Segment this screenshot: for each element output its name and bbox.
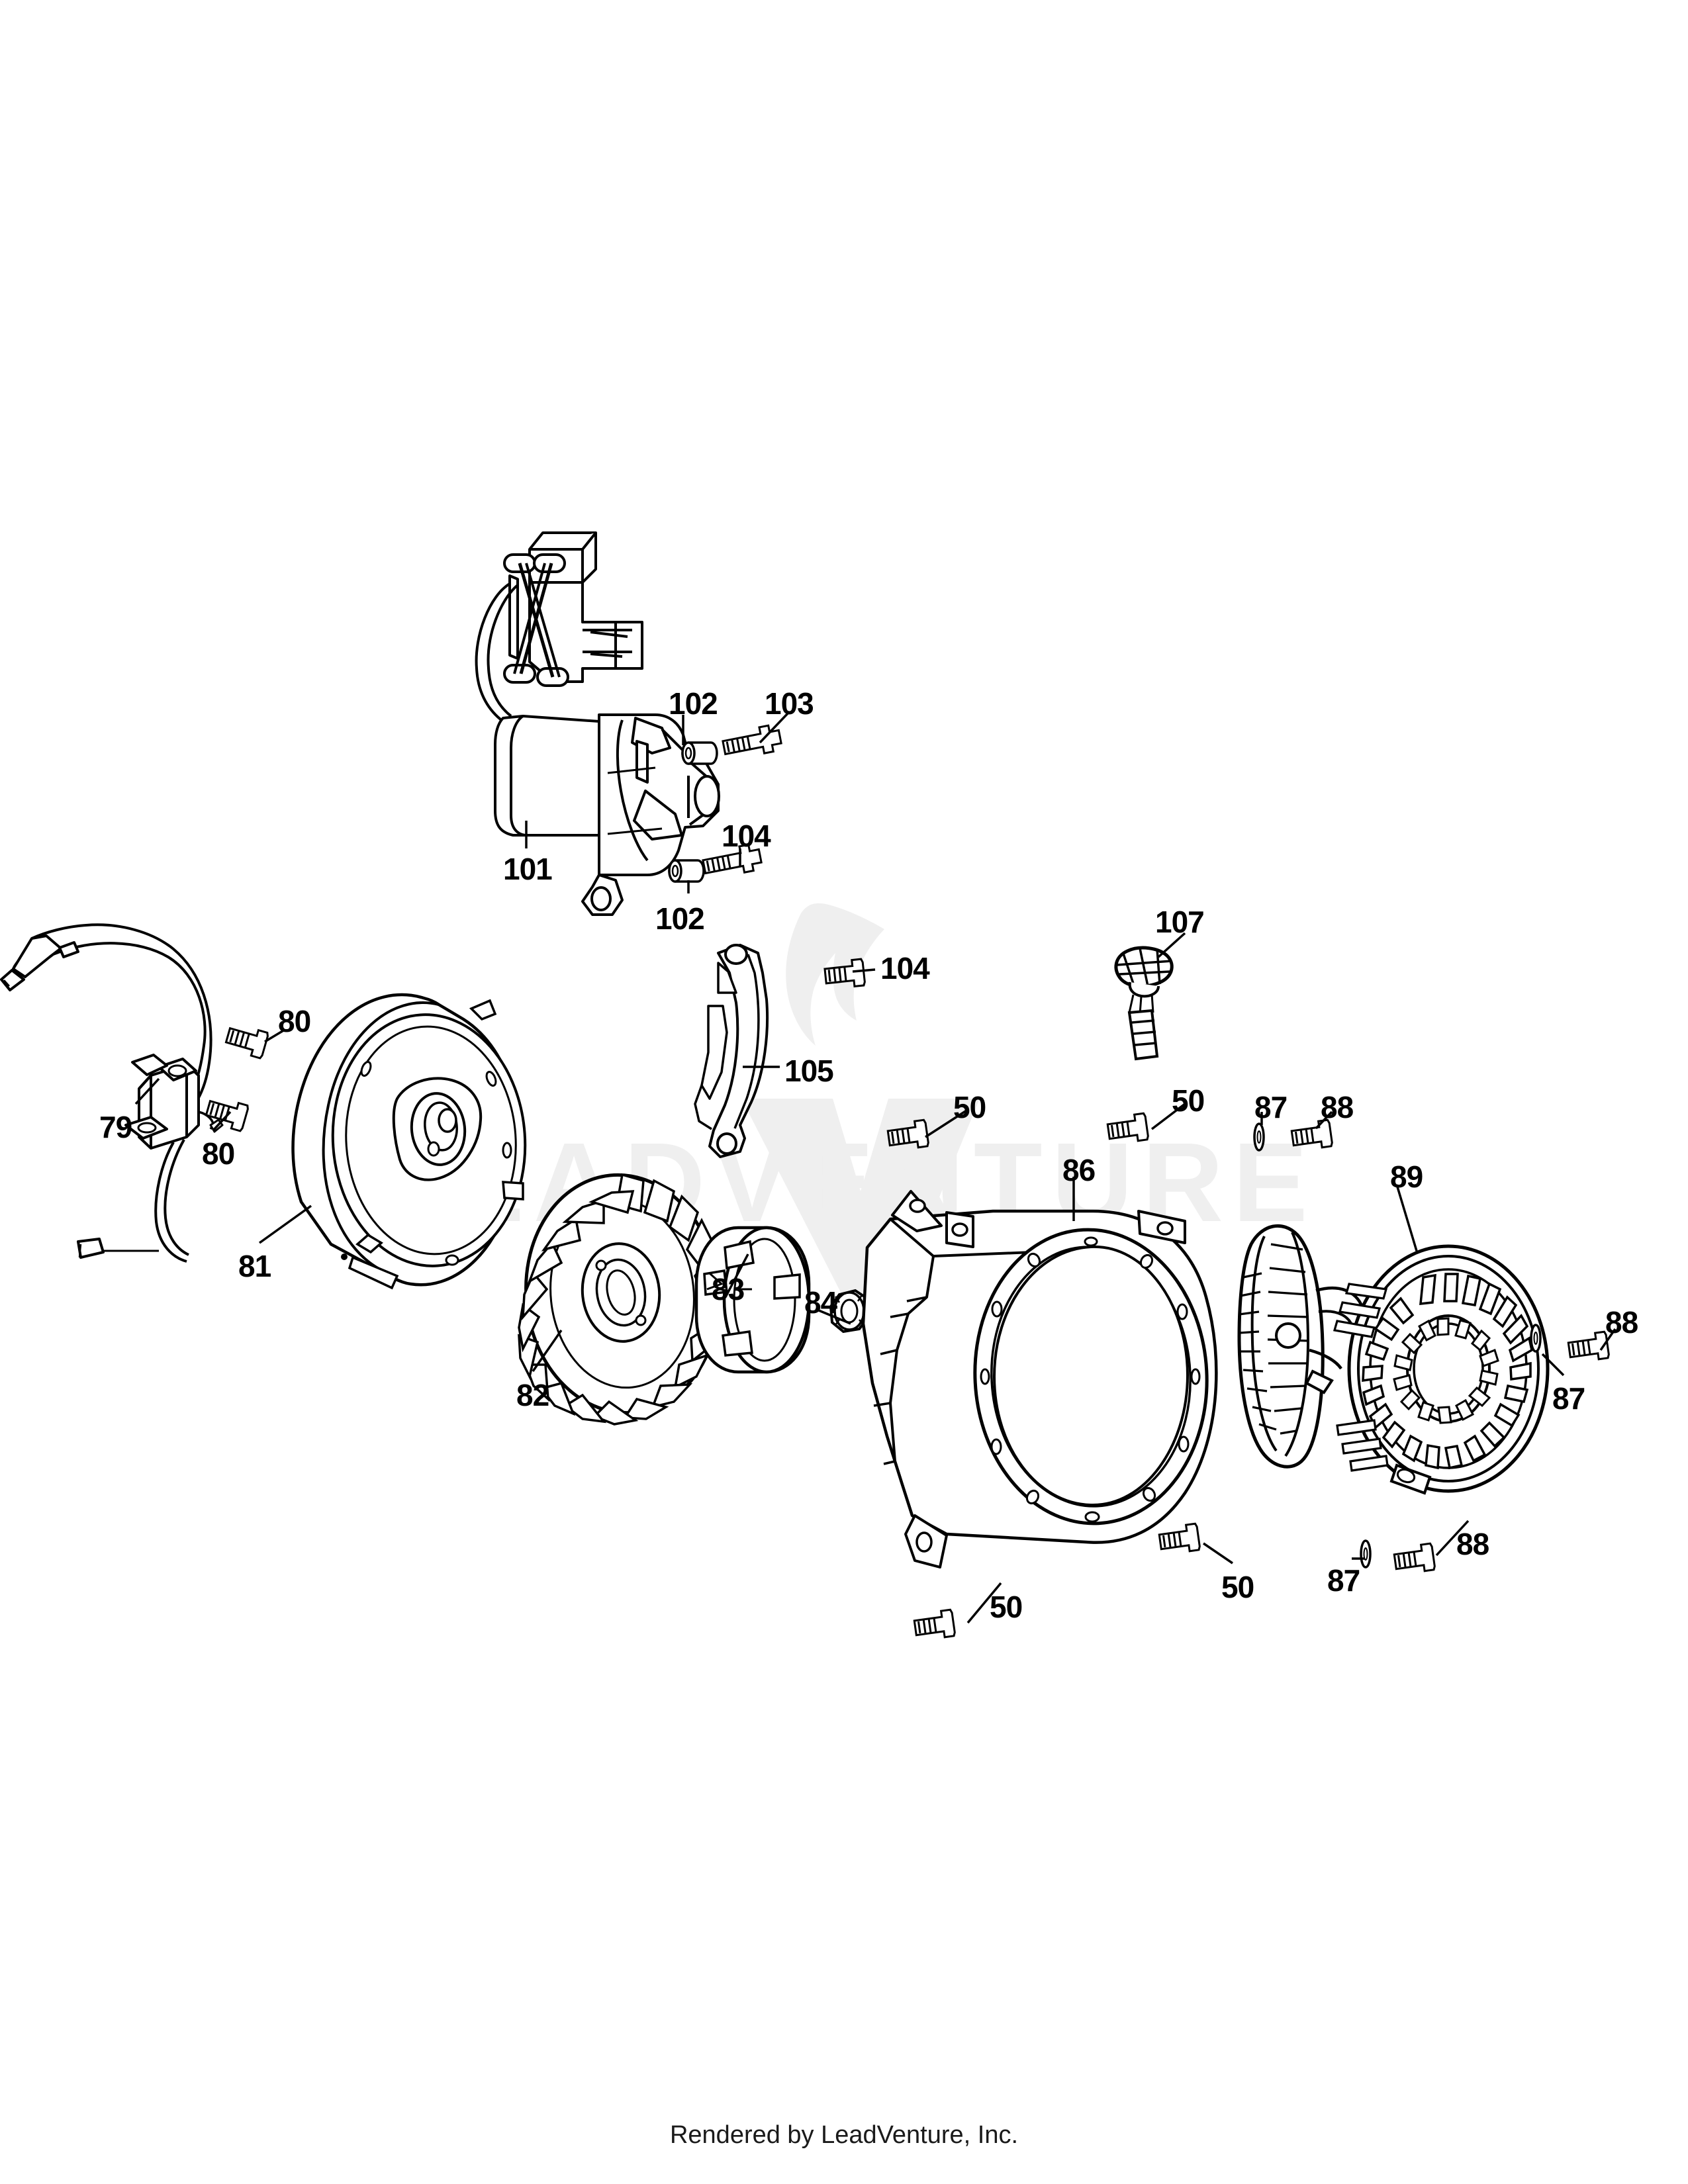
cooling-fan-82: [518, 1173, 720, 1426]
callout-105: 105: [784, 1054, 834, 1088]
callout-50-top-right: 50: [1172, 1083, 1205, 1118]
render-credit-footer: Rendered by LeadVenture, Inc.: [669, 2121, 1019, 2149]
recoil-bolt-88-bottom: [1392, 1542, 1436, 1576]
callout-88-right: 88: [1605, 1305, 1638, 1340]
starter-support-bracket-105: [694, 944, 769, 1158]
callout-102-lower: 102: [655, 901, 705, 936]
starter-cup-83: [694, 1226, 811, 1374]
callout-104-upper: 104: [722, 819, 771, 853]
callout-79: 79: [99, 1110, 132, 1144]
housing-screw-50-br: [1157, 1522, 1201, 1557]
callout-107: 107: [1155, 905, 1205, 939]
callout-88-top: 88: [1321, 1090, 1354, 1124]
recoil-starter-89: [1237, 1224, 1550, 1495]
callout-82: 82: [516, 1378, 549, 1412]
callout-84: 84: [804, 1285, 837, 1320]
callout-88-bottom: 88: [1456, 1527, 1489, 1561]
coil-bolt-80-upper: [223, 1021, 270, 1060]
callout-89: 89: [1390, 1160, 1423, 1194]
ignition-coil-79: [0, 923, 224, 1263]
callout-87-bottom: 87: [1327, 1563, 1360, 1598]
callout-83: 83: [712, 1272, 745, 1306]
callout-86: 86: [1062, 1153, 1096, 1187]
callout-103: 103: [765, 686, 814, 721]
spacer-bushing-lower: [668, 859, 705, 883]
spacer-bushing-top: [681, 741, 718, 765]
callout-87-right: 87: [1552, 1381, 1585, 1416]
callout-50-bottom-left: 50: [990, 1590, 1023, 1624]
callout-leader-lines: [134, 712, 1617, 1624]
flywheel-81: [291, 993, 527, 1290]
callout-101: 101: [503, 852, 553, 886]
callout-102-upper: 102: [669, 686, 718, 721]
housing-screw-50-bl: [912, 1608, 957, 1643]
callout-50-bottom-right: 50: [1221, 1570, 1254, 1604]
flat-washer-87-right: [1530, 1324, 1542, 1353]
starter-motor-assembly: [475, 531, 720, 916]
callout-80-lower: 80: [202, 1136, 235, 1171]
flat-washer-87-top: [1253, 1122, 1265, 1152]
callout-50-top-left: 50: [953, 1090, 986, 1124]
flat-washer-87-bottom: [1360, 1539, 1372, 1569]
callout-87-top: 87: [1254, 1090, 1288, 1124]
knurled-thumb-screw-107: [1114, 946, 1174, 1061]
callout-104-bracket: 104: [880, 951, 930, 985]
callout-80-upper: 80: [278, 1004, 311, 1038]
blower-housing-86: [861, 1190, 1218, 1569]
callout-81: 81: [238, 1249, 271, 1283]
